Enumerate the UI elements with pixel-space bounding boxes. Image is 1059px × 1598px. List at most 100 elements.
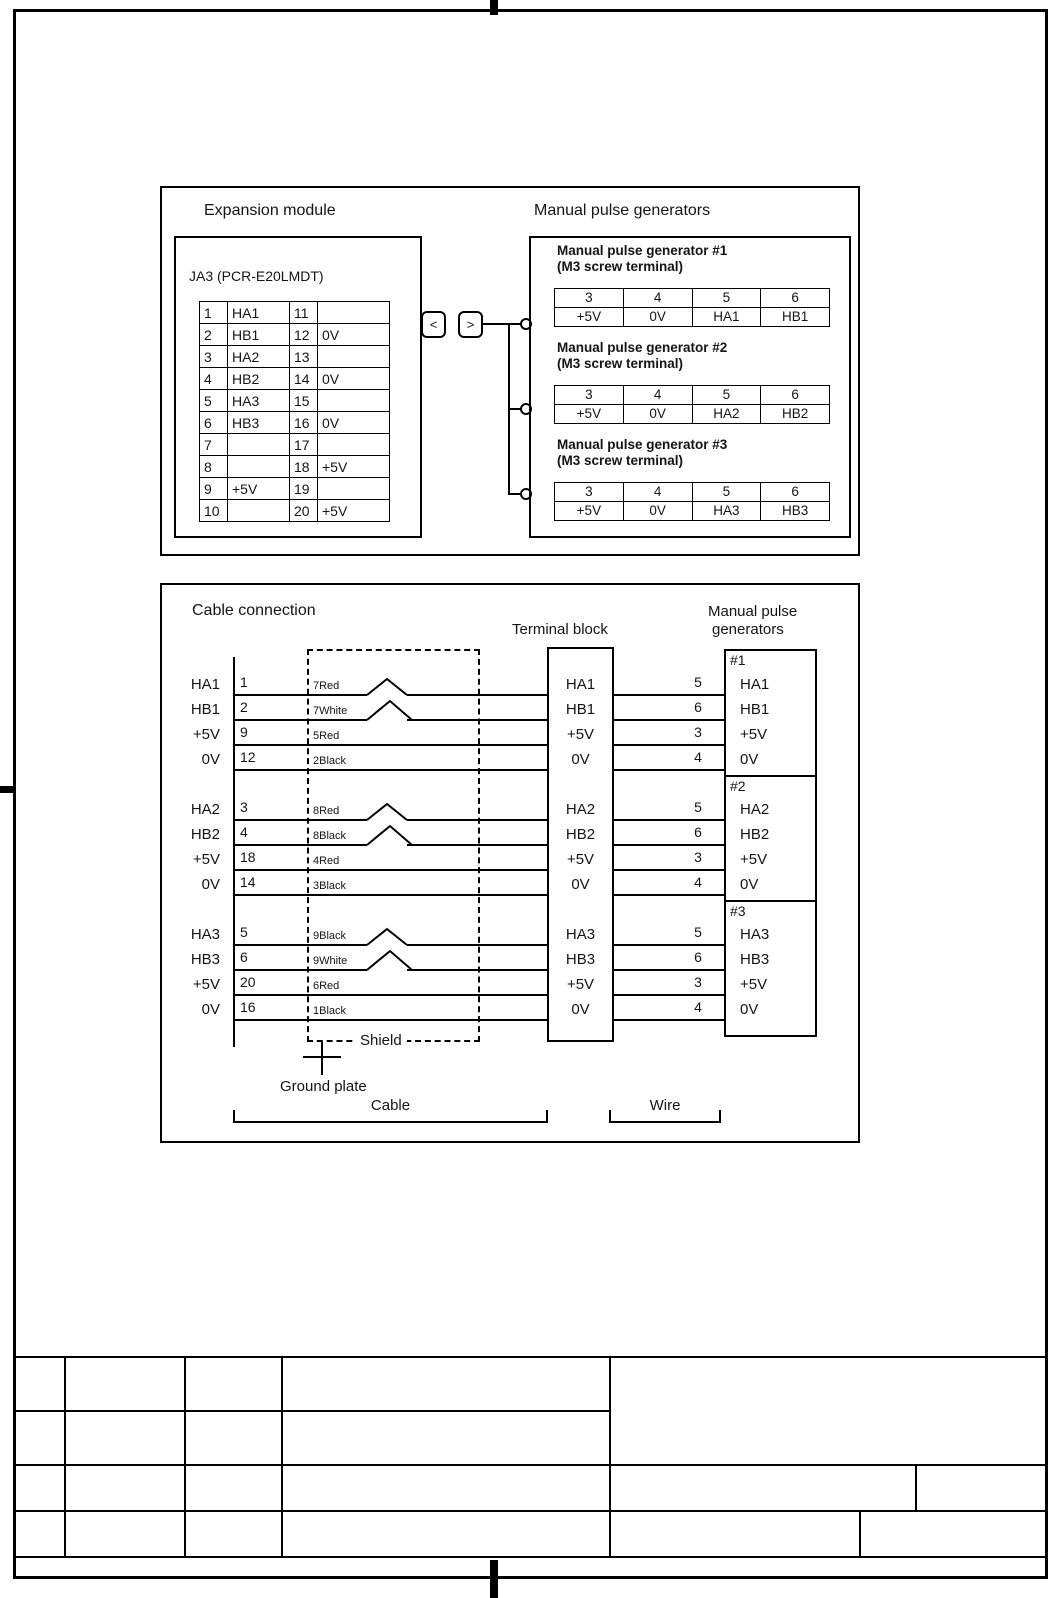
mpg1-subtitle: (M3 screw terminal) — [557, 259, 684, 274]
terminal-cell: 6 — [760, 385, 830, 405]
mpg3-subtitle: (M3 screw terminal) — [557, 453, 684, 468]
pin-cell: 15 — [289, 389, 318, 412]
cable-bracket-tick — [546, 1110, 548, 1123]
pin-cell: 3 — [199, 345, 228, 368]
pin-cell — [227, 433, 290, 456]
title-block-line — [16, 1510, 1045, 1512]
pin-cell: 12 — [289, 323, 318, 346]
wire-line — [233, 844, 367, 846]
connector-line — [483, 323, 510, 325]
signal-label: HB3 — [190, 951, 220, 968]
terminal-cell: 4 — [622, 482, 693, 502]
cable-span-label: Cable — [370, 1097, 411, 1114]
pin-cell: 14 — [289, 367, 318, 390]
connector-socket-icon: > — [458, 311, 483, 338]
wire-line — [233, 719, 367, 721]
wire-color-label: 8Black — [313, 830, 347, 842]
wire-color-label: 7White — [313, 705, 348, 717]
mpg-signal-label: HB3 — [740, 951, 770, 968]
signal-label: HB1 — [190, 701, 220, 718]
mpg-signal-label: +5V — [740, 851, 768, 868]
pin-cell: 1 — [199, 301, 228, 324]
terminal-cell: +5V — [554, 501, 624, 521]
pin-cell: 2 — [199, 323, 228, 346]
pin-cell — [317, 301, 390, 324]
terminal-cell: HA3 — [691, 501, 762, 521]
signal-label: HA3 — [190, 926, 220, 943]
mpg-title-line1: Manual pulse — [708, 603, 798, 620]
pin-number: 6 — [240, 949, 248, 965]
pin-cell — [317, 433, 390, 456]
terminal-block-box — [547, 647, 614, 1042]
terminal-block-title: Terminal block — [512, 621, 608, 638]
tb-mpg-line — [614, 844, 724, 846]
pin-cell: 19 — [289, 477, 318, 500]
pin-number: 20 — [240, 974, 256, 990]
pin-cell — [317, 477, 390, 500]
tb-mpg-line — [614, 1019, 724, 1021]
tb-mpg-line — [614, 719, 724, 721]
pin-cell: 13 — [289, 345, 318, 368]
title-block-line — [859, 1510, 861, 1556]
pin-number: 4 — [240, 824, 248, 840]
pin-number: 12 — [240, 749, 256, 765]
tb-signal-label: HB1 — [565, 701, 596, 718]
mpg-pin-number: 3 — [694, 974, 702, 990]
pin-cell: HB2 — [227, 367, 290, 390]
wire-color-label: 1Black — [313, 1005, 347, 1017]
pin-number: 5 — [240, 924, 248, 940]
pin-cell: 17 — [289, 433, 318, 456]
signal-label: 0V — [201, 1001, 220, 1018]
expansion-mpg-diagram: Expansion module Manual pulse generators… — [160, 186, 860, 556]
tb-signal-label: HA1 — [565, 676, 596, 693]
title-block-line — [16, 1464, 1045, 1466]
mpg3-title: Manual pulse generator #3 — [557, 437, 728, 452]
wire-line — [233, 769, 547, 771]
pin-number: 18 — [240, 849, 256, 865]
mpg-pin-number: 6 — [694, 949, 702, 965]
terminal-cell: 6 — [760, 288, 830, 308]
twisted-pair-icon — [366, 927, 413, 971]
pin-cell: +5V — [227, 477, 290, 500]
mpg-pin-number: 5 — [694, 924, 702, 940]
pin-cell: HA1 — [227, 301, 290, 324]
branch-line-2 — [508, 408, 524, 410]
mpg-signal-label: 0V — [740, 876, 759, 893]
mpg-pin-number: 3 — [694, 849, 702, 865]
tb-mpg-line — [614, 894, 724, 896]
ground-plate-label: Ground plate — [280, 1078, 367, 1095]
signal-label: +5V — [192, 976, 220, 993]
wire-line — [233, 1019, 547, 1021]
mpg-signal-label: HA1 — [740, 676, 770, 693]
wire-color-label: 3Black — [313, 880, 347, 892]
pin-number: 16 — [240, 999, 256, 1015]
wire-color-label: 2Black — [313, 755, 347, 767]
center-tick-left — [0, 786, 15, 793]
pin-cell: 0V — [317, 367, 390, 390]
pin-cell: HB3 — [227, 411, 290, 434]
mpg-signal-label: 0V — [740, 751, 759, 768]
ground-stem-line — [321, 1042, 323, 1057]
terminal-cell: 0V — [622, 501, 693, 521]
terminal-cell: 4 — [622, 385, 693, 405]
pin-cell: 20 — [289, 499, 318, 522]
ground-plate-line — [303, 1056, 341, 1058]
wire-line — [233, 869, 547, 871]
wire-color-label: 9White — [313, 955, 348, 967]
mpg-pin-number: 4 — [694, 874, 702, 890]
mpg-pin-number: 3 — [694, 724, 702, 740]
signal-label: HA2 — [190, 801, 220, 818]
center-tick-top — [490, 0, 498, 15]
pin-cell: 9 — [199, 477, 228, 500]
wire-line — [233, 894, 547, 896]
pin-cell — [227, 455, 290, 478]
pin-number: 2 — [240, 699, 248, 715]
tb-mpg-line — [614, 994, 724, 996]
twisted-pair-icon — [366, 677, 413, 721]
tb-signal-label: 0V — [571, 1001, 590, 1018]
mpg-signal-label: +5V — [740, 726, 768, 743]
mpg-pin-number: 4 — [694, 999, 702, 1015]
terminal-cell: +5V — [554, 404, 624, 424]
tb-mpg-line — [614, 744, 724, 746]
